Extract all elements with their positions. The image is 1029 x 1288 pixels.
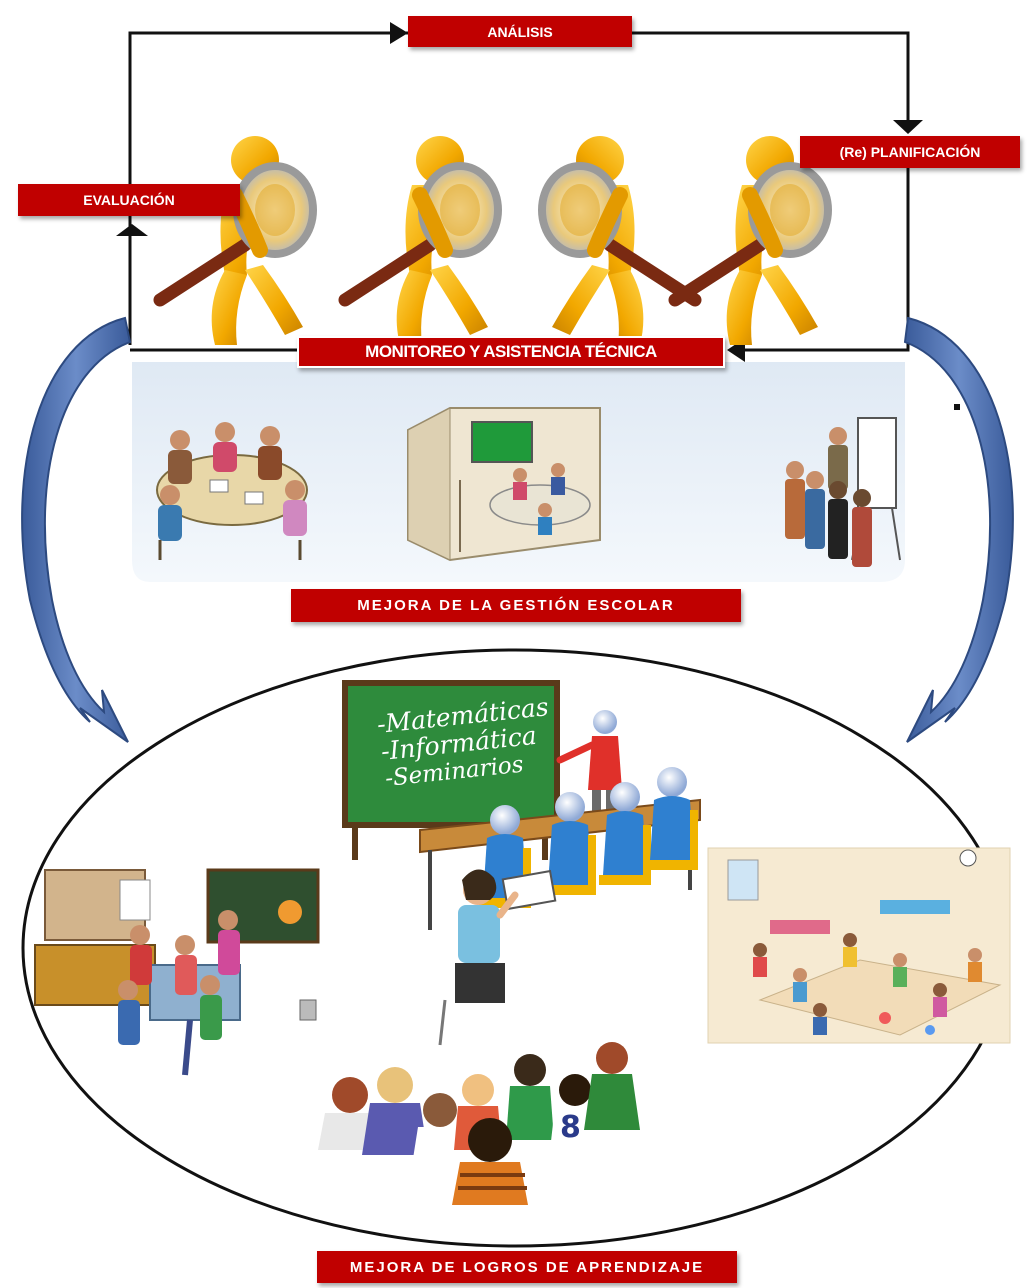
group-work-scene (34, 868, 320, 1076)
label-monitoreo: MONITOREO Y ASISTENCIA TÉCNICA (297, 336, 725, 368)
jersey-number: 8 (560, 1110, 581, 1145)
arrow-head-up (116, 224, 148, 236)
label-analisis: ANÁLISIS (408, 16, 632, 47)
chalkboard-scene: -Matemáticas -Informática -Seminarios (342, 680, 701, 930)
dot-mark (954, 404, 960, 410)
label-logros-aprendizaje: MEJORA DE LOGROS DE APRENDIZAJE (317, 1251, 737, 1283)
label-gestion-escolar: MEJORA DE LA GESTIÓN ESCOLAR (291, 589, 741, 622)
label-planificacion: (Re) PLANIFICACIÓN (800, 136, 1020, 168)
storytime-scene (318, 869, 640, 1205)
presenter-scene (785, 417, 901, 567)
kindergarten-scene (707, 847, 1011, 1044)
meeting-scene (156, 422, 308, 560)
analysis-figures (160, 136, 828, 345)
left-curved-arrow (21, 316, 132, 743)
arrow-head-down (893, 120, 923, 134)
arrow-head-right (390, 22, 408, 44)
label-evaluacion: EVALUACIÓN (18, 184, 240, 216)
right-curved-arrow (903, 316, 1014, 743)
classroom-room-scene (407, 407, 601, 562)
